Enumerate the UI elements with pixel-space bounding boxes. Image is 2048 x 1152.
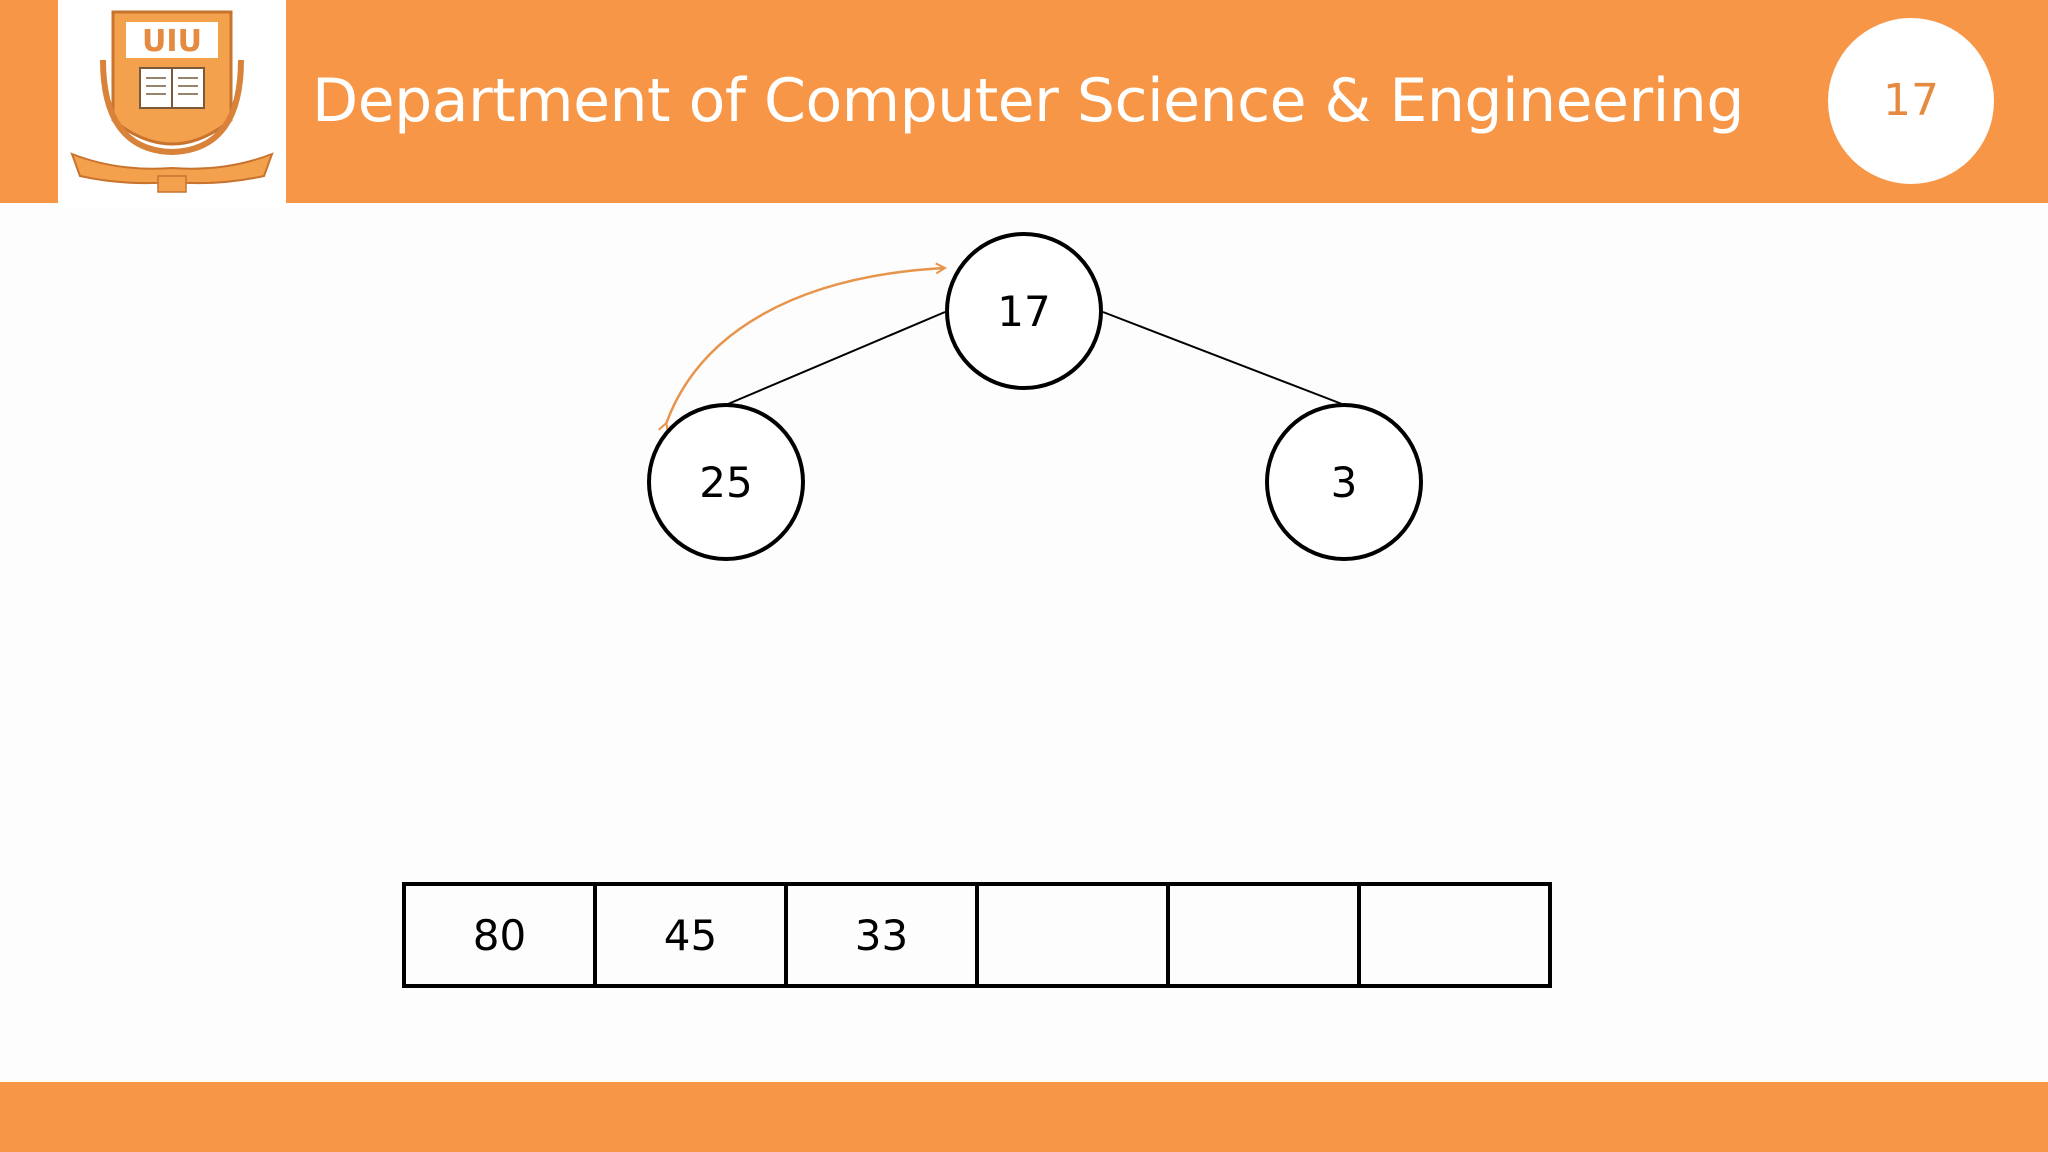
footer-bar (0, 1082, 2048, 1152)
tree-node-root-value: 17 (997, 287, 1050, 336)
tree-node-right: 3 (1265, 403, 1423, 561)
logo-text: UIU (142, 24, 202, 59)
array-cell: 45 (597, 886, 788, 984)
tree-edge-root-left (727, 311, 946, 405)
array-table: 80 45 33 (402, 882, 1552, 988)
header-bar (0, 0, 2048, 203)
swap-arrow (666, 268, 944, 424)
array-cell: 33 (788, 886, 979, 984)
slide-number-badge: 17 (1828, 18, 1994, 184)
tree-edge-root-right (1102, 311, 1343, 405)
array-cell (1170, 886, 1361, 984)
tree-node-root: 17 (945, 232, 1103, 390)
logo-emblem-icon: UIU (70, 10, 274, 193)
array-cell: 80 (406, 886, 597, 984)
array-cell (979, 886, 1170, 984)
array-cell (1361, 886, 1548, 984)
tree-node-left-value: 25 (699, 458, 752, 507)
tree-node-right-value: 3 (1331, 458, 1358, 507)
tree-node-left: 25 (647, 403, 805, 561)
slide-number: 17 (1883, 75, 1939, 126)
department-title: Department of Computer Science & Enginee… (312, 66, 1744, 136)
university-logo: UIU (58, 0, 286, 208)
